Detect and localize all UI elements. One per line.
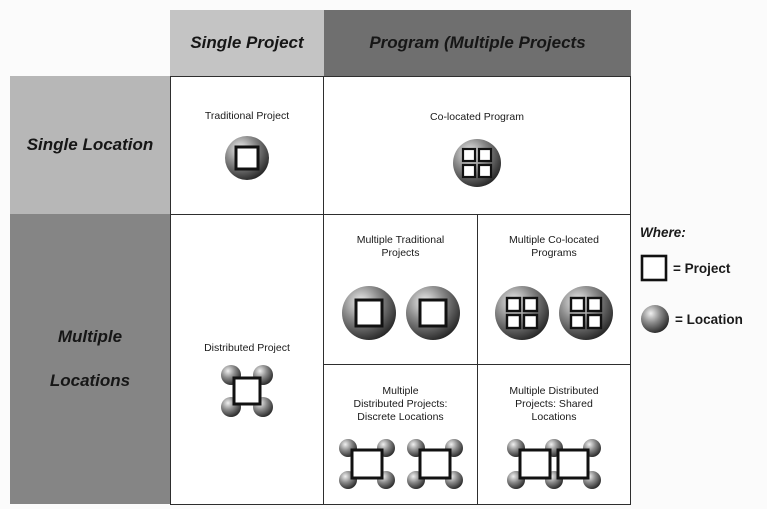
project-square-icon xyxy=(640,254,668,282)
cell-distributed-project: Distributed Project xyxy=(170,214,324,505)
colocated-program-label: Co-located Program xyxy=(430,111,524,123)
cell-multiple-distributed-shared: Multiple Distributed Projects: Shared Lo… xyxy=(477,364,631,505)
cell-colocated-program: Co-located Program xyxy=(323,76,631,215)
location-sphere-with-project-icon xyxy=(405,286,460,341)
multiple-distributed-shared-line-1: Multiple Distributed xyxy=(509,385,599,397)
row-header-multiple-label-2: Locations xyxy=(49,371,131,390)
location-sphere-with-project-icon xyxy=(225,136,269,181)
multiple-distributed-discrete-line-3: Discrete Locations xyxy=(357,411,444,424)
row-header-single-location-label: Single Location xyxy=(26,135,154,155)
column-header-program: Program (Multiple Projects xyxy=(324,10,631,76)
column-header-program-label: Program (Multiple Projects xyxy=(369,33,586,53)
legend-project-label: = Project xyxy=(673,260,731,276)
multiple-distributed-shared-label: Multiple Distributed Projects: Shared Lo… xyxy=(509,385,598,424)
multiple-traditional-projects-label: Multiple Traditional Projects xyxy=(356,234,445,260)
distributed-project-label: Distributed Project xyxy=(204,342,290,354)
cell-traditional-project: Traditional Project xyxy=(170,76,324,215)
column-header-single-project: Single Project xyxy=(170,10,324,76)
distributed-project-icon xyxy=(338,439,395,490)
traditional-project-label: Traditional Project xyxy=(204,110,290,122)
multiple-distributed-shared-line-2: Projects: Shared xyxy=(515,398,593,411)
row-header-multiple-label-1: Multiple xyxy=(57,326,123,346)
location-sphere-with-four-projects-icon xyxy=(559,286,613,341)
location-sphere-with-four-projects-icon xyxy=(453,139,501,188)
legend-location-label: = Location xyxy=(675,311,743,327)
legend-location-row: = Location xyxy=(640,304,765,334)
cell-multiple-distributed-discrete: Multiple Distributed Projects: Discrete … xyxy=(323,364,478,505)
location-sphere-with-four-projects-icon xyxy=(495,286,549,341)
shared-locations-projects-icon xyxy=(507,439,601,490)
distributed-project-icon xyxy=(221,365,273,418)
multiple-distributed-shared-line-3: Locations xyxy=(531,411,577,424)
multiple-distributed-discrete-line-2: Distributed Projects: xyxy=(353,398,448,411)
location-sphere-icon xyxy=(641,305,669,333)
legend: Where: = Project = Location xyxy=(640,225,765,334)
multiple-colocated-programs-label: Multiple Co-located Programs xyxy=(509,234,599,260)
cell-multiple-traditional-projects: Multiple Traditional Projects xyxy=(323,214,478,365)
multiple-distributed-discrete-label: Multiple Distributed Projects: Discrete … xyxy=(354,385,448,424)
cell-multiple-colocated-programs: Multiple Co-located Programs xyxy=(477,214,631,365)
row-header-single-location: Single Location xyxy=(10,76,170,214)
row-header-multiple-locations: Multiple Locations xyxy=(10,214,170,504)
legend-project-row: = Project xyxy=(640,254,765,282)
legend-title: Where: xyxy=(640,225,686,240)
distributed-project-icon xyxy=(406,439,463,490)
location-sphere-with-project-icon xyxy=(341,286,396,341)
column-header-single-project-label: Single Project xyxy=(190,33,304,53)
multiple-distributed-discrete-line-1: Multiple xyxy=(382,385,419,397)
